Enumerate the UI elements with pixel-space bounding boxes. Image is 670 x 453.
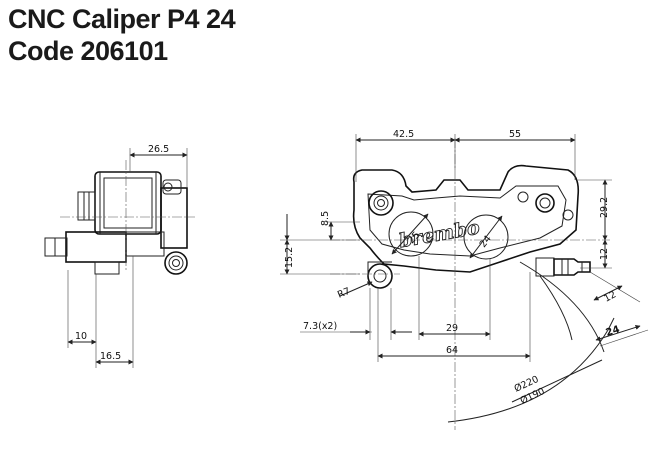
page-title: CNC Caliper P4 24 (8, 4, 236, 34)
dim-height-b: 15.2 (284, 247, 295, 268)
front-view (280, 134, 649, 430)
dim-height-a: 8.5 (320, 211, 331, 226)
dim-side-depth: 16.5 (100, 351, 121, 362)
dim-bottom-a: 29 (446, 323, 458, 334)
product-code: Code 206101 (8, 36, 168, 66)
dim-right-small: 12 (599, 248, 610, 260)
dim-top-left: 42.5 (393, 129, 414, 140)
dim-side-offset: 10 (75, 331, 87, 342)
side-view (44, 148, 195, 368)
dim-top-right: 55 (509, 129, 521, 140)
dim-fitting-b: 24 (605, 324, 622, 339)
dim-side-width: 26.5 (148, 144, 169, 155)
dim-fitting-a: 12 (602, 289, 618, 304)
dim-bottom-b: 64 (446, 345, 458, 356)
dim-radius: R7 (336, 286, 352, 301)
dim-holes: 7.3(x2) (303, 321, 337, 332)
dim-right-height: 29.2 (599, 197, 610, 218)
